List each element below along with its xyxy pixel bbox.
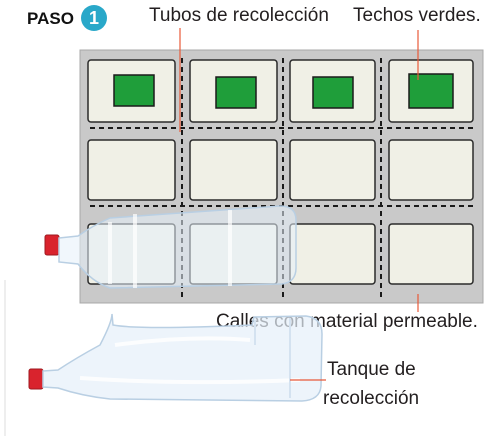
label-tank-line1: Tanque de bbox=[327, 359, 416, 380]
bottle-tank bbox=[28, 313, 323, 402]
label-tank-line2: recolección bbox=[323, 388, 420, 409]
bottle-top bbox=[44, 205, 297, 289]
green-roofs bbox=[113, 73, 454, 109]
step-number-badge: 1 bbox=[81, 5, 107, 31]
label-collection-tubes: Tubos de recolección bbox=[149, 5, 329, 26]
step-label: PASO bbox=[27, 9, 74, 28]
label-green-roofs: Techos verdes. bbox=[353, 5, 481, 26]
guide-lines bbox=[179, 28, 419, 381]
